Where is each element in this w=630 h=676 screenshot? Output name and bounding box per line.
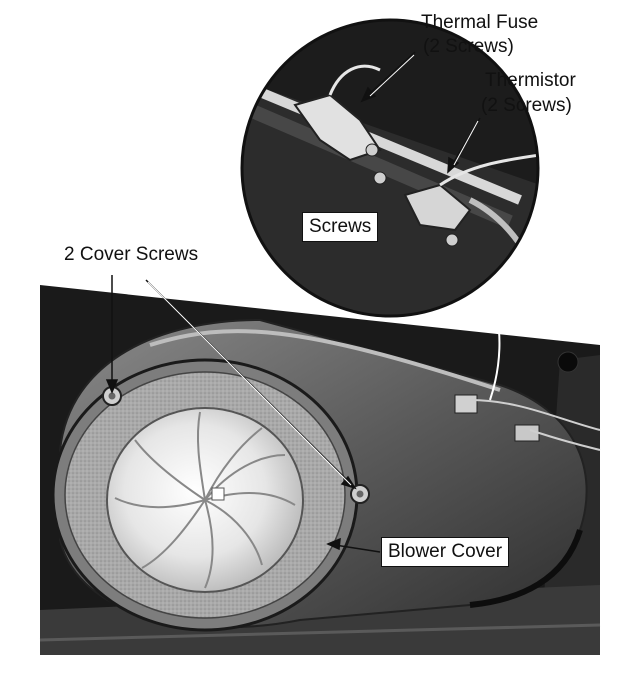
thermistor-label: Thermistor <box>485 70 576 91</box>
cabinet-base-trim <box>39 623 601 642</box>
housing-rim-highlight <box>149 329 501 392</box>
cabinet-knob <box>557 351 579 373</box>
inset-screw-3 <box>445 233 459 247</box>
thermal-fuse-label: Thermal Fuse <box>421 12 539 33</box>
inset-thermistor <box>403 183 472 232</box>
inset-border <box>240 18 540 318</box>
fan-hub <box>211 487 225 501</box>
cover-screw-left-center <box>108 392 116 400</box>
cover-screw-right-center <box>356 490 364 498</box>
thermal-fuse-screws-label: (2 Screws) <box>423 36 514 57</box>
thermal-fuse-mount <box>454 394 478 414</box>
thermistor-mount <box>514 424 540 442</box>
inset-connector-line <box>489 289 501 401</box>
housing-shadow-edge <box>469 529 583 608</box>
inset-screw-1 <box>365 143 379 157</box>
sensor-wires <box>469 399 601 451</box>
blower-cover-label: Blower Cover <box>381 537 510 567</box>
callout-arrows-white <box>147 54 479 486</box>
cover-screws-label: 2 Cover Screws <box>64 244 199 265</box>
screws-label: Screws <box>302 212 379 242</box>
inset-screw-2 <box>373 171 387 185</box>
thermistor-screws-label: (2 Screws) <box>481 95 572 116</box>
